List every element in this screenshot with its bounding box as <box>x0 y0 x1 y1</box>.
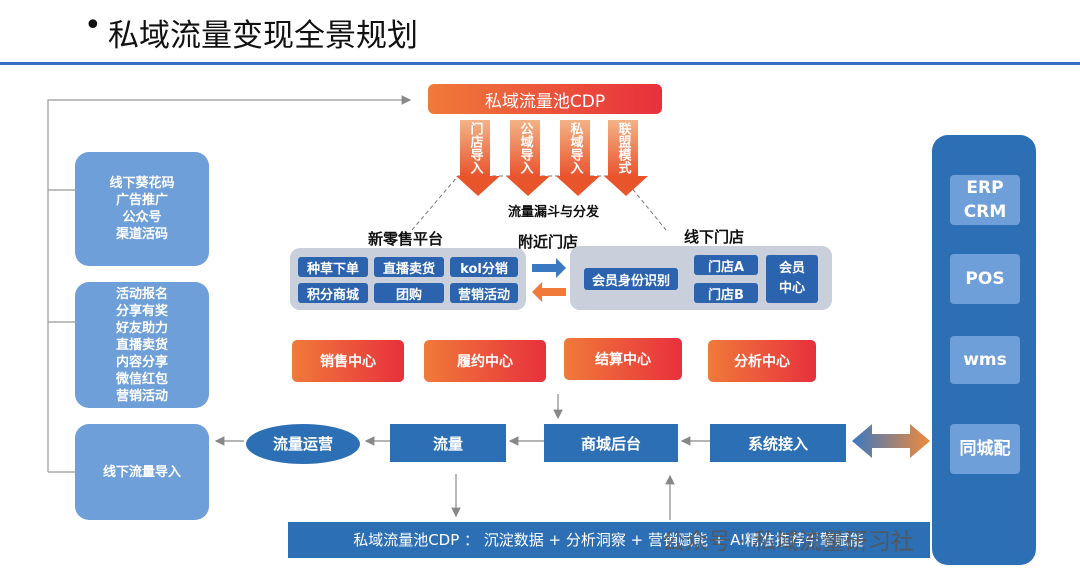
cdp-summary-bar: 私域流量池CDP ： 沉淀数据 + 分析洞察 + 营销赋能 + AI精准推荐引擎… <box>288 522 930 558</box>
retail-to-store-arrow <box>532 258 566 278</box>
activity-item: 内容分享 <box>115 354 168 370</box>
tag-kol-distribution: kol分销 <box>450 257 518 277</box>
channel-item: 渠道活码 <box>115 227 168 242</box>
import-arrow-label: 私域导入 <box>560 120 590 176</box>
tag-live-sales: 直播卖货 <box>374 257 444 277</box>
label-offline-store: 线下门店 <box>684 228 745 246</box>
offline-traffic-label: 线下流量导入 <box>102 464 181 480</box>
member-center: 会员中心 <box>766 255 818 303</box>
store-a: 门店A <box>694 255 758 275</box>
title-bullet: • <box>84 8 102 43</box>
activity-item: 营销活动 <box>115 388 168 404</box>
import-arrow-store: 门店导入 <box>456 120 500 196</box>
activity-item: 微信红包 <box>115 371 168 387</box>
loop-line <box>47 95 412 472</box>
page-title: 私域流量变现全景规划 <box>108 18 418 54</box>
tile-erp-crm-label: ERP CRM <box>963 178 1007 222</box>
mall-backend-box: 商城后台 <box>544 424 678 462</box>
store-to-retail-arrow <box>532 282 566 302</box>
tag-marketing: 营销活动 <box>450 283 518 303</box>
tile-erp-crm: ERP CRM <box>950 175 1020 225</box>
traffic-ops-ellipse: 流量运营 <box>246 424 360 464</box>
sales-center: 销售中心 <box>292 340 404 382</box>
channel-item: 广告推广 <box>115 193 168 208</box>
activity-item: 直播卖货 <box>115 337 168 353</box>
import-arrow-public: 公域导入 <box>506 120 550 196</box>
import-arrow-private: 私域导入 <box>556 120 600 196</box>
funnel-label: 流量漏斗与分发 <box>508 205 600 220</box>
watermark: 公众号 · 私域流量研习社 <box>662 529 914 555</box>
cdp-pool-header: 私域流量池CDP <box>428 84 662 114</box>
import-arrow-label: 联盟模式 <box>608 120 638 176</box>
settlement-center: 结算中心 <box>564 338 682 380</box>
system-access-box: 系统接入 <box>710 424 846 462</box>
channel-item: 线下葵花码 <box>109 176 175 191</box>
label-new-retail: 新零售平台 <box>368 230 444 248</box>
traffic-ops-label: 流量运营 <box>273 434 334 453</box>
header-divider <box>0 62 1080 65</box>
member-center-label: 会员中心 <box>778 261 805 296</box>
left-box-offline-traffic: 线下流量导入 <box>75 424 209 520</box>
funnel-outline <box>411 175 667 231</box>
left-box-channels: 线下葵花码 广告推广 公众号 渠道活码 <box>75 152 209 266</box>
tag-group-buy: 团购 <box>374 283 444 303</box>
double-arrow <box>852 424 930 458</box>
store-b: 门店B <box>694 283 758 303</box>
import-arrow-label: 门店导入 <box>460 120 490 176</box>
tile-wms: wms <box>950 336 1020 384</box>
member-identify: 会员身份识别 <box>584 268 678 290</box>
activity-item: 活动报名 <box>115 286 168 302</box>
channel-item: 公众号 <box>122 210 162 225</box>
tile-pos: POS <box>950 254 1020 304</box>
tile-same-city: 同城配 <box>950 424 1020 474</box>
tag-points-mall: 积分商城 <box>298 283 368 303</box>
traffic-box: 流量 <box>390 424 506 462</box>
analysis-center: 分析中心 <box>708 340 816 382</box>
left-box-activities: 活动报名 分享有奖 好友助力 直播卖货 内容分享 微信红包 营销活动 <box>75 282 209 408</box>
label-nearby-store: 附近门店 <box>518 233 579 251</box>
activity-item: 好友助力 <box>115 320 168 336</box>
fulfillment-center: 履约中心 <box>424 340 546 382</box>
tag-seed-order: 种草下单 <box>298 257 368 277</box>
activity-item: 分享有奖 <box>115 303 168 319</box>
import-arrow-alliance: 联盟模式 <box>604 120 648 196</box>
import-arrow-label: 公域导入 <box>510 120 540 176</box>
